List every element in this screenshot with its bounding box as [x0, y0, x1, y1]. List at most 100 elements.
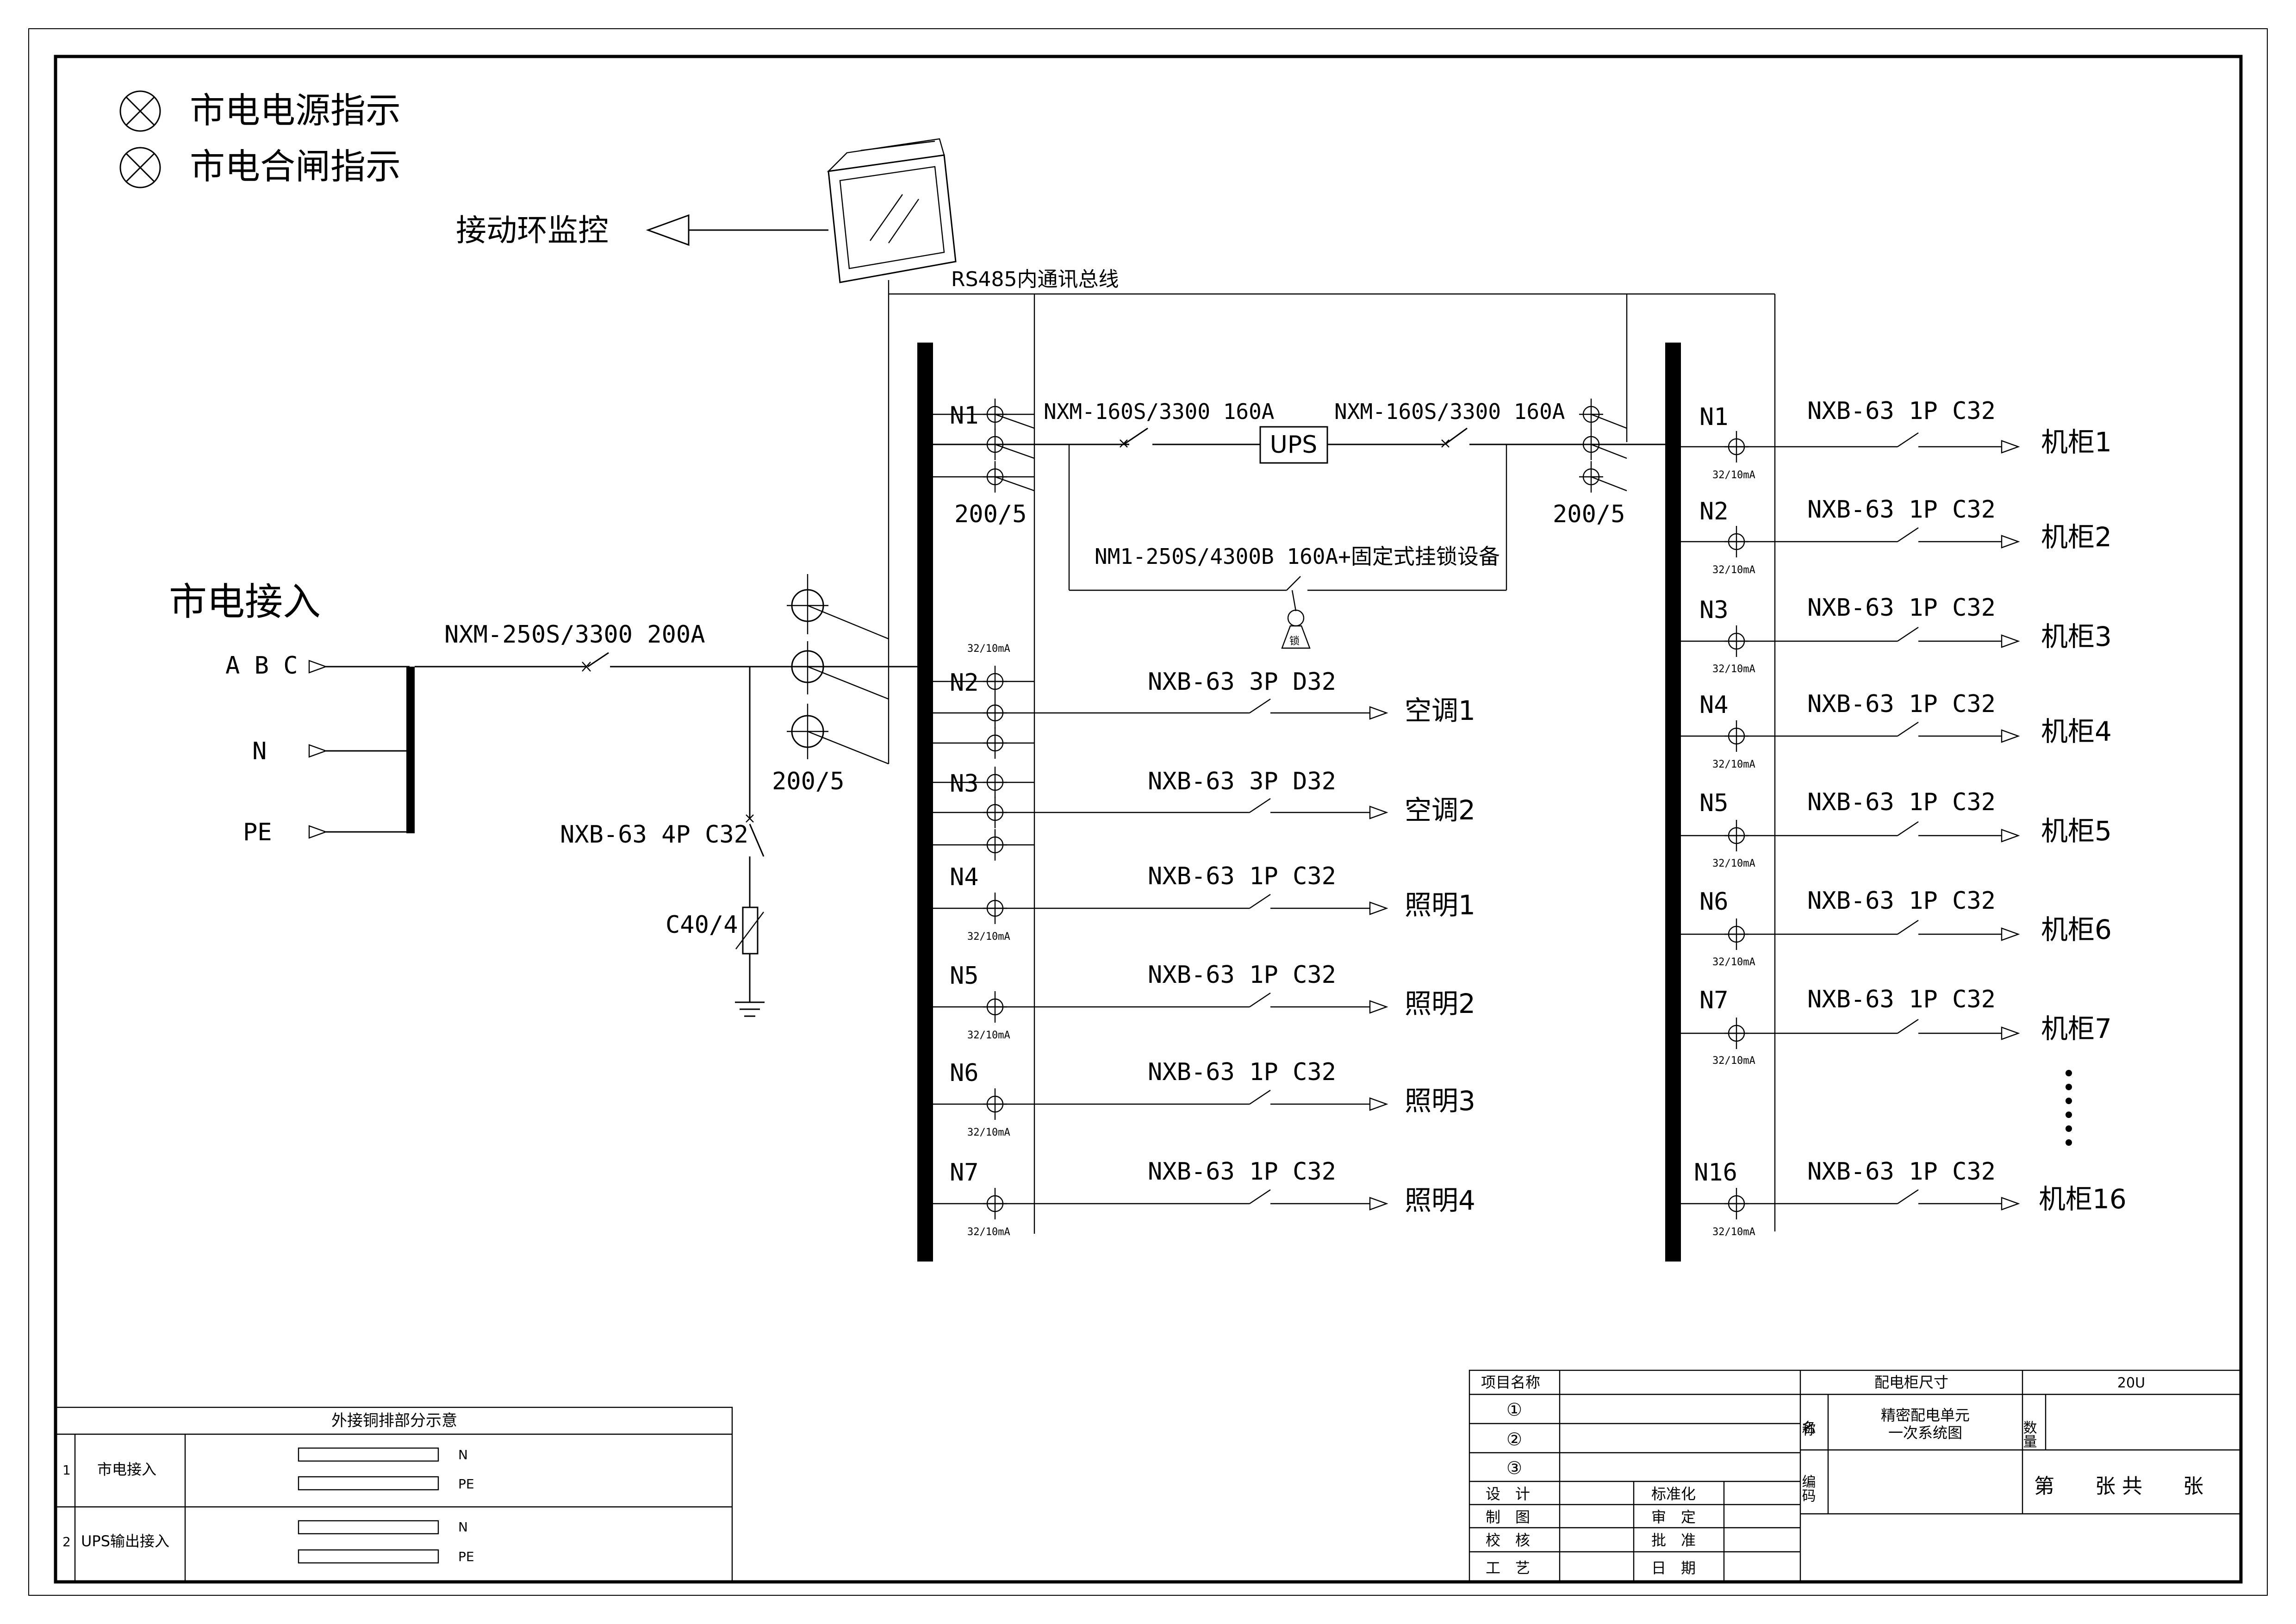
right-feeder-n7	[1681, 1017, 2019, 1050]
lock-label: 锁	[1289, 636, 1300, 647]
copper-row2-pe: PE	[458, 1549, 474, 1564]
right-n3-load: 机柜3	[2041, 621, 2112, 652]
padlock-icon: 锁	[1281, 609, 1311, 649]
ups-box	[1259, 426, 1328, 464]
right-feeder-n5	[1681, 819, 2019, 852]
copper-row2-n: N	[458, 1519, 468, 1535]
right-n1-rating: 32/10mA	[1712, 469, 1755, 481]
left-n4-load: 照明1	[1405, 889, 1475, 921]
input-ct-ratio: 200/5	[772, 768, 845, 795]
tb-date: 日 期	[1651, 1559, 1696, 1577]
outer-border	[28, 28, 2268, 1596]
copper-row1-pe: PE	[458, 1476, 474, 1492]
left-n6-load: 照明3	[1405, 1085, 1475, 1117]
right-n1-breaker: NXB-63 1P C32	[1807, 397, 1996, 425]
right-n3-rating: 32/10mA	[1712, 663, 1755, 675]
left-n5-load: 照明2	[1405, 988, 1475, 1019]
right-n6-load: 机柜6	[2041, 914, 2112, 945]
right-n5-load: 机柜5	[2041, 815, 2112, 847]
right-n2-rating: 32/10mA	[1712, 564, 1755, 576]
right-n1-ct-icons	[1578, 398, 1627, 493]
left-n4-rating: 32/10mA	[967, 931, 1010, 943]
copper-row1-n: N	[458, 1447, 468, 1462]
continuation-dots-icon	[2066, 1070, 2072, 1146]
left-n2-rating: 32/10mA	[967, 643, 1010, 655]
tb-drawing: 制 图	[1486, 1508, 1530, 1526]
left-n2-id: N2	[950, 669, 979, 697]
tb-circle-1: ①	[1506, 1399, 1522, 1420]
copper-table	[56, 1406, 733, 1582]
tb-sheet-label: 第 张 共 张	[2034, 1474, 2203, 1498]
lamp-icon-power	[119, 90, 161, 132]
tb-check: 校 核	[1486, 1531, 1530, 1549]
tb-name-line1: 精密配电单元	[1881, 1406, 1970, 1424]
left-n3-load: 空调2	[1405, 794, 1475, 826]
phase-abc-label: A B C	[225, 652, 298, 680]
left-n1-id: N1	[950, 402, 979, 430]
left-n6-id: N6	[950, 1059, 979, 1087]
left-n5-rating: 32/10mA	[967, 1030, 1010, 1041]
bypass-breaker-label: NM1-250S/4300B 160A+固定式挂锁设备	[1095, 544, 1500, 569]
left-n6-rating: 32/10mA	[967, 1127, 1010, 1138]
right-feeder-n16	[1681, 1187, 2019, 1220]
right-n2-breaker: NXB-63 1P C32	[1807, 496, 1996, 524]
left-feeder-n5	[933, 990, 1388, 1024]
tb-standard: 标准化	[1651, 1485, 1696, 1503]
left-n7-breaker: NXB-63 1P C32	[1148, 1158, 1336, 1186]
input-busbar	[406, 667, 415, 833]
mains-title: 市电接入	[169, 580, 321, 624]
left-feeder-n6	[933, 1087, 1388, 1121]
tb-design: 设 计	[1486, 1485, 1530, 1503]
input-arrow-icons	[308, 660, 327, 839]
left-n7-id: N7	[950, 1159, 979, 1187]
tb-qty-label: 数量	[2021, 1420, 2037, 1448]
main-breaker-label: NXM-250S/3300 200A	[444, 621, 705, 649]
monitor-arrow-icon	[646, 214, 690, 246]
right-n2-id: N2	[1699, 498, 1729, 525]
left-feeder-n2	[933, 665, 1388, 760]
right-n2-load: 机柜2	[2041, 521, 2112, 553]
right-n3-id: N3	[1699, 596, 1729, 624]
spd-breaker-label: NXB-63 4P C32	[560, 821, 748, 849]
right-n7-rating: 32/10mA	[1712, 1055, 1755, 1067]
copper-row1-no: 1	[62, 1462, 71, 1478]
right-n1-load: 机柜1	[2041, 426, 2112, 458]
left-n3-breaker: NXB-63 3P D32	[1148, 768, 1336, 795]
ups-output-breaker-label: NXM-160S/3300 160A	[1334, 399, 1565, 424]
inner-border	[54, 55, 2243, 1584]
right-n7-id: N7	[1699, 987, 1729, 1014]
right-n6-rating: 32/10mA	[1712, 956, 1755, 968]
right-feeder-n4	[1681, 719, 2019, 753]
title-block	[1468, 1369, 2242, 1582]
monitor-label: 接动环监控	[456, 212, 609, 248]
monitor-icon	[827, 138, 957, 283]
left-n2-breaker: NXB-63 3P D32	[1148, 668, 1336, 696]
ups-label: UPS	[1270, 431, 1317, 459]
copper-row2-no: 2	[62, 1534, 71, 1549]
right-n1-id: N1	[1699, 403, 1729, 431]
tb-circle-2: ②	[1506, 1429, 1522, 1449]
ground-icon	[735, 1001, 765, 1017]
tb-circle-3: ③	[1506, 1458, 1522, 1478]
right-n5-breaker: NXB-63 1P C32	[1807, 788, 1996, 816]
copper-row1-name: 市电接入	[97, 1461, 156, 1478]
copper-row2-name: UPS输出接入	[81, 1532, 169, 1550]
right-n6-id: N6	[1699, 888, 1729, 916]
bypass-breaker-contact	[1286, 576, 1301, 591]
spd-breaker-contact	[749, 824, 765, 857]
left-feeder-n3	[933, 766, 1388, 862]
tb-size-value: 20U	[2117, 1375, 2145, 1391]
legend-power-indicator: 市电电源指示	[190, 90, 401, 131]
right-n5-rating: 32/10mA	[1712, 858, 1755, 869]
right-feeder-n2	[1681, 525, 2019, 558]
ups-input-breaker-contact	[1123, 427, 1148, 445]
left-n4-breaker: NXB-63 1P C32	[1148, 862, 1336, 890]
rs485-bus-label: RS485内通讯总线	[951, 268, 1119, 291]
tb-name-line2: 一次系统图	[1888, 1424, 1962, 1442]
tb-review: 审 定	[1651, 1508, 1696, 1526]
right-feeder-n6	[1681, 918, 2019, 951]
right-feeder-n1	[1681, 430, 2019, 463]
left-n4-id: N4	[950, 863, 979, 891]
left-feeder-n7	[933, 1187, 1388, 1220]
